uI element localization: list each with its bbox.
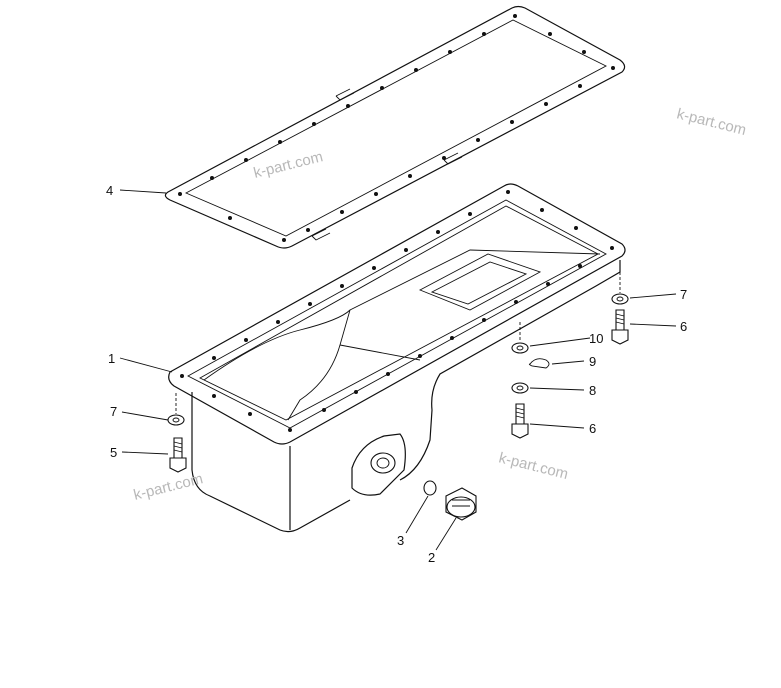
gasket-bolt-holes (178, 14, 615, 242)
watermark-lower-left: k-part.com (132, 470, 205, 504)
drain-plug-part-2 (445, 487, 477, 521)
leader-lines (119, 189, 677, 551)
bolt-part-5 (169, 437, 187, 473)
bolt-part-6-upper (611, 309, 629, 345)
watermark-upper: k-part.com (252, 148, 325, 182)
callout-5: 5 (110, 445, 117, 460)
callout-4: 4 (106, 183, 113, 198)
callout-7-left: 7 (110, 404, 117, 419)
oil-pan-part-1 (168, 183, 626, 533)
o-ring-part-3 (423, 480, 437, 496)
callout-7-right: 7 (680, 287, 687, 302)
callout-1: 1 (108, 351, 115, 366)
callout-3: 3 (397, 533, 404, 548)
callout-8: 8 (589, 383, 596, 398)
clip-part-9 (528, 358, 550, 369)
washer-part-10 (511, 342, 529, 354)
washer-part-7-left (167, 414, 185, 426)
callout-10: 10 (589, 331, 603, 346)
gasket-part-4 (164, 5, 626, 249)
watermark-lower-right: k-part.com (497, 449, 570, 483)
callout-2: 2 (428, 550, 435, 565)
washer-part-7-right (611, 293, 629, 305)
oil-pan-bolt-holes (180, 190, 614, 432)
callout-6-lower: 6 (589, 421, 596, 436)
callout-9: 9 (589, 354, 596, 369)
watermark-right: k-part.com (675, 105, 748, 139)
bolt-part-6-lower (511, 403, 529, 439)
callout-6-upper: 6 (680, 319, 687, 334)
washer-part-8 (511, 382, 529, 394)
